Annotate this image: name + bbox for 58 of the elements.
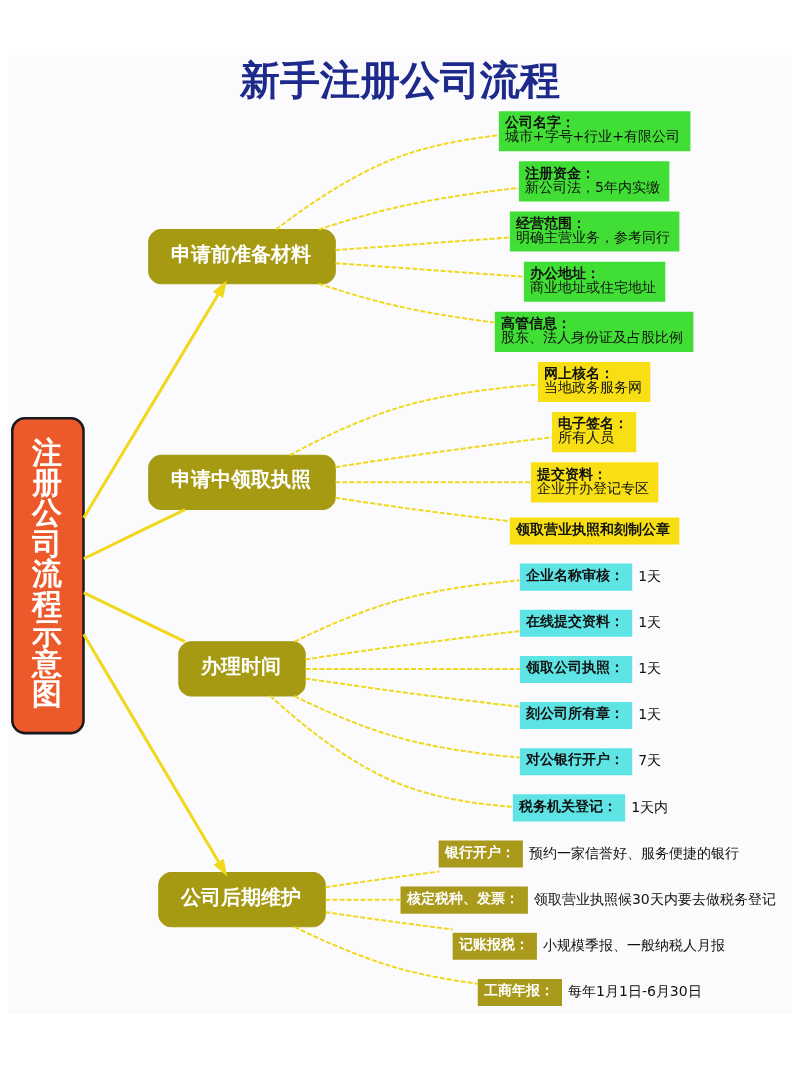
- connector: [294, 579, 520, 643]
- node-label: 1天内: [631, 798, 669, 815]
- connector: [325, 870, 440, 889]
- node-box: 税务机关登记：: [512, 794, 626, 822]
- node-box: 经营范围： 明确主营业务，参考同行: [509, 211, 680, 252]
- node-box: 申请中领取执照: [148, 454, 336, 510]
- node-label: 小规模季报、一般纳税人月报: [542, 937, 725, 953]
- connector: [294, 695, 520, 759]
- node-box: 公司名字： 城市+字号+行业+有限公司: [498, 111, 691, 152]
- connector: [335, 236, 510, 251]
- arrow: [82, 280, 227, 519]
- connector: [83, 508, 186, 561]
- node-label: 1天: [638, 660, 662, 677]
- connector: [335, 436, 552, 469]
- node-box: 提交资料： 企业开办登记专区: [530, 462, 659, 503]
- node-label: 预约一家信誉好、服务便捷的银行: [528, 844, 739, 861]
- connector: [305, 667, 520, 670]
- node-box: 高管信息： 股东、法人身份证及占股比例: [494, 311, 694, 352]
- connector: [318, 186, 519, 231]
- node-label: 1天: [638, 706, 662, 723]
- node-label: 每年1月1日-6月30日: [568, 983, 702, 1000]
- connector: [318, 282, 495, 324]
- diagram-title: 新手注册公司流程: [240, 57, 560, 104]
- node-box: 办理时间: [178, 641, 306, 697]
- node-box: 刻公司所有章：: [519, 702, 633, 730]
- connector: [305, 677, 520, 708]
- node-box: 注册公司流程示意图: [11, 416, 85, 735]
- node-box: 企业名称审核：: [519, 563, 633, 591]
- connector: [275, 134, 499, 231]
- node-box: 领取公司执照：: [519, 655, 633, 683]
- connector: [335, 262, 524, 278]
- connector: [335, 481, 531, 484]
- node-box: 注册资金： 新公司法，5年内实缴: [518, 161, 670, 202]
- node-box: 公司后期维护: [158, 872, 326, 928]
- node-label: 1天: [638, 567, 662, 584]
- node-box: 在线提交资料：: [519, 609, 633, 637]
- node-box: 核定税种、发票：: [400, 886, 528, 914]
- arrow: [82, 633, 228, 877]
- node-box: 对公银行开户：: [519, 748, 633, 776]
- node-box: 领取营业执照和刻制公章: [509, 517, 680, 545]
- connector: [325, 911, 453, 931]
- connector: [83, 591, 186, 644]
- node-box: 网上核名： 当地政务服务网: [537, 361, 651, 403]
- node-label: 1天: [638, 613, 662, 630]
- connector: [294, 925, 478, 985]
- connector: [269, 695, 513, 808]
- node-box: 办公地址： 商业地址或住宅地址: [523, 261, 666, 302]
- node-label: 领取营业执照候30天内要去做税务登记: [533, 890, 776, 907]
- connector: [335, 496, 510, 523]
- node-label: 7天: [638, 752, 662, 769]
- node-box: 银行开户：: [438, 840, 523, 868]
- connector: [289, 383, 538, 457]
- connector: [305, 630, 520, 661]
- node-box: 工商年报：: [477, 978, 562, 1006]
- node-box: 记账报税：: [452, 932, 537, 960]
- node-box: 申请前准备材料: [148, 229, 336, 285]
- node-box: 电子签名： 所有人员: [552, 412, 637, 453]
- connector: [325, 898, 401, 901]
